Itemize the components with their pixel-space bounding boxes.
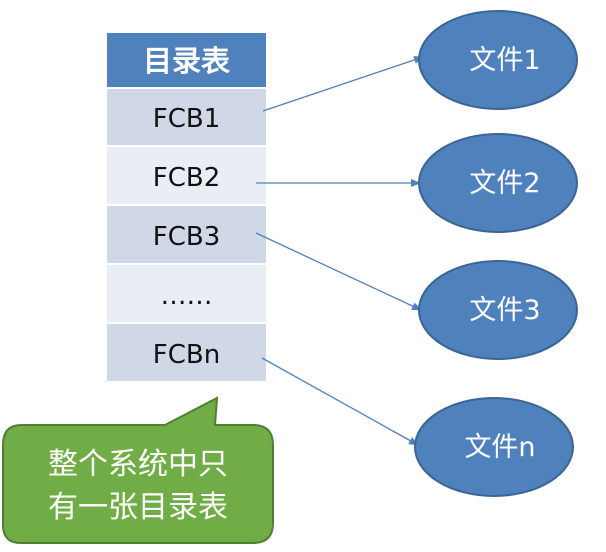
- table-row-label: FCBn: [153, 340, 220, 370]
- arrow-fcbn-to-filen: [261, 357, 419, 446]
- file-node-1: [418, 10, 578, 110]
- file-node-2: [418, 133, 578, 233]
- table-row-label: FCB1: [153, 104, 221, 134]
- table-header-cell: [107, 33, 266, 87]
- file-node-label: 文件2: [469, 168, 540, 199]
- file-node-label: 文件3: [469, 295, 540, 326]
- table-row-fcbn: [107, 324, 266, 381]
- callout-bubble: 整个系统中只 有一张目录表: [2, 396, 274, 544]
- table-row-ellipsis: [107, 265, 266, 322]
- file-node-label: 文件1: [469, 45, 540, 76]
- arrow-fcb3-to-file3: [255, 232, 422, 311]
- file-node-3: [418, 260, 578, 360]
- file-node-n: [414, 397, 574, 497]
- arrow-fcb1-to-file1: [262, 56, 424, 112]
- table-row-label: FCB2: [153, 163, 221, 193]
- table-row-label: FCB3: [153, 222, 221, 252]
- file-node-label: 文件n: [464, 432, 535, 463]
- callout-line-2: 有一张目录表: [48, 490, 228, 525]
- table-row-label: ……: [161, 281, 213, 311]
- callout-line-1: 整个系统中只: [48, 447, 228, 482]
- table-row-fcb1: [107, 89, 266, 145]
- arrows: [255, 56, 424, 446]
- callout-shape: [2, 396, 274, 544]
- table-row-fcb3: [107, 206, 266, 263]
- table-header-label: 目录表: [143, 44, 230, 78]
- file-nodes: 文件1 文件2 文件3 文件n: [414, 10, 578, 497]
- directory-table: 目录表 FCB1 FCB2 FCB3 …… FCBn: [107, 33, 266, 381]
- table-row-fcb2: [107, 147, 266, 204]
